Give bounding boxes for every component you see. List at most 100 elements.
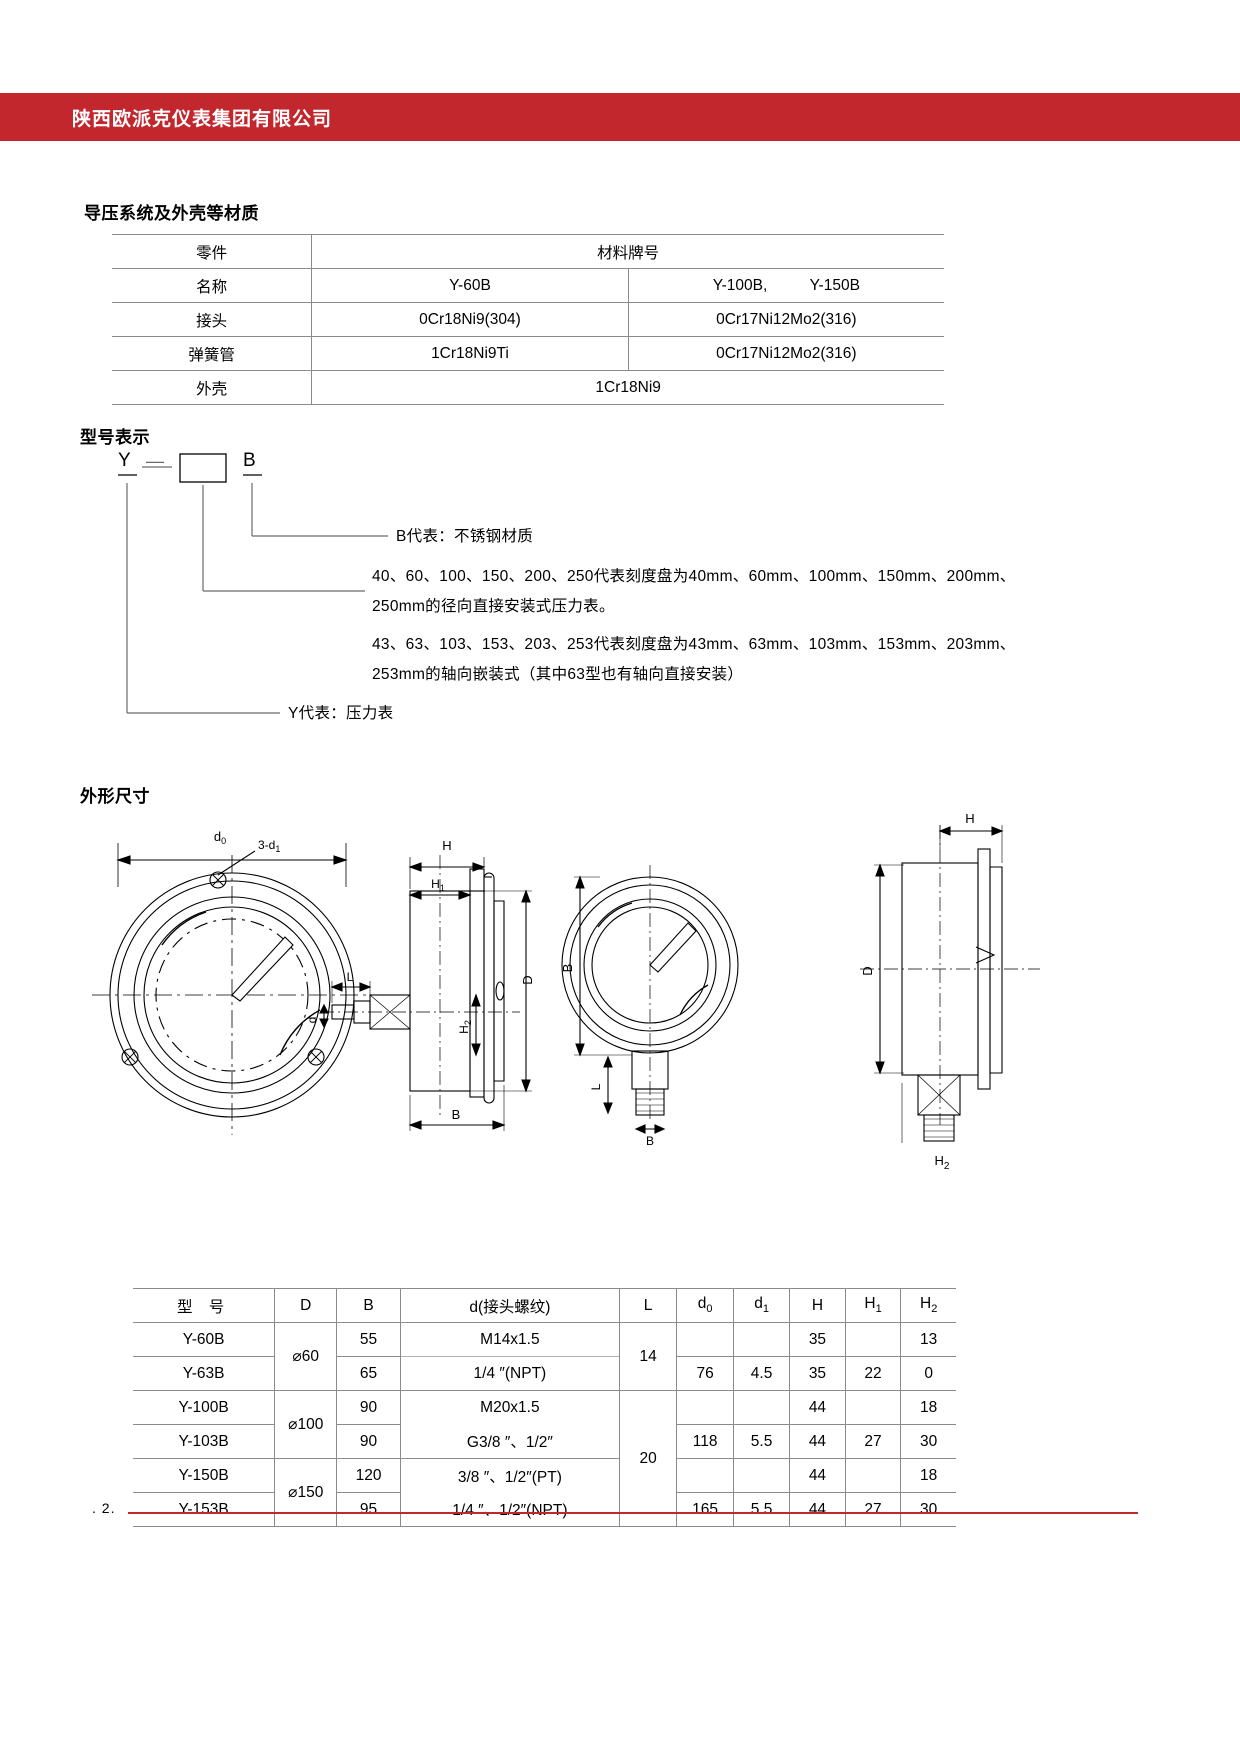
cell-last-name: 外壳	[112, 370, 312, 405]
cell-h-4: 44	[789, 1458, 846, 1493]
label-d-small-v2: d	[305, 1017, 319, 1024]
cell-thread-4: 3/8 ″、1/2″(PT)	[400, 1458, 620, 1493]
cell-d0-5: 165	[676, 1492, 734, 1527]
label-h1-v2: H1	[431, 877, 445, 893]
cell-model-5: Y-153B	[133, 1492, 276, 1527]
footer-rule	[128, 1512, 1138, 1514]
cell-h1-0	[845, 1322, 902, 1357]
table-row: 外壳 1Cr18Ni9	[112, 370, 944, 405]
cell-row1-name: 弹簧管	[112, 336, 312, 371]
cell-h-1: 35	[789, 1356, 846, 1391]
cell-model-3: Y-103B	[133, 1424, 276, 1459]
cell-row1-right: 0Cr17Ni12Mo2(316)	[627, 336, 944, 371]
cell-model-2: Y-100B	[133, 1390, 276, 1425]
cell-d0-4	[676, 1458, 734, 1493]
model-y100b: Y-100B,	[712, 276, 768, 294]
cell-d0-0	[676, 1322, 734, 1357]
col-header-l: L	[619, 1288, 678, 1323]
cell-b-5: 95	[336, 1492, 401, 1527]
cell-d0-1: 76	[676, 1356, 734, 1391]
cell-thread-0: M14x1.5	[400, 1322, 620, 1357]
model-diagram-lines	[118, 453, 388, 714]
cell-h2-2: 18	[900, 1390, 956, 1425]
drawing-view-bottom-stem	[561, 865, 739, 1134]
table-row: Y-103B 90 G3/8 ″、1/2″ 118 5.5 44 27 30	[133, 1424, 956, 1459]
col-header-model: 型 号	[133, 1288, 276, 1323]
label-d0: d0	[214, 829, 226, 846]
table-row: Y-60B ⌀60 55 M14x1.5 14 35 13	[133, 1322, 956, 1391]
cell-b-1: 65	[336, 1356, 401, 1391]
label-h2-v2: H2	[457, 1020, 473, 1034]
code-dash: —	[146, 451, 165, 471]
cell-h1-5: 27	[845, 1492, 902, 1527]
cell-model-1: Y-63B	[133, 1356, 276, 1391]
cell-d0-2	[676, 1390, 734, 1425]
note-radial-mount: 40、60、100、150、200、250代表刻度盘为40mm、60mm、100…	[372, 568, 1016, 615]
cell-model-0: Y-60B	[133, 1322, 276, 1357]
label-l-v3: L	[589, 1083, 603, 1090]
drawing-svg: d0 3-d1 H H1 D H2 L d B B L B H D H2	[92, 811, 1040, 1172]
table-row: Y-63B 65 1/4 ″(NPT) 76 4.5 35 22 0	[133, 1356, 956, 1391]
cell-b-2: 90	[336, 1390, 401, 1425]
material-table: 零件 材料牌号 名称 Y-60B Y-100B, Y-150B 接头 0Cr18…	[112, 234, 944, 405]
cell-h-5: 44	[789, 1492, 846, 1527]
col-header-h2: H2	[920, 1295, 938, 1316]
model-designation-diagram: Y — B B代表：不锈钢材质 40、60、100、150、200、250代表刻…	[80, 445, 1080, 765]
cell-h2-5: 30	[920, 1500, 938, 1518]
table-row: Y-153B 95 1/4 ″、1/2″(NPT) 165 5.5 44 27 …	[133, 1492, 956, 1527]
cell-d1-3: 5.5	[733, 1424, 791, 1459]
cell-d1-1: 4.5	[733, 1356, 791, 1391]
cell-h2-0: 13	[900, 1322, 956, 1357]
cell-parts-label: 零件	[112, 234, 312, 269]
section-heading-dimensions: 外形尺寸	[80, 787, 150, 806]
label-b-bottom-v3: B	[646, 1134, 654, 1148]
col-header-thread: d(接头螺纹)	[400, 1288, 620, 1323]
cell-row1-left: 1Cr18Ni9Ti	[311, 336, 629, 371]
table-row: 零件 材料牌号	[112, 234, 944, 269]
cell-h-3: 44	[789, 1424, 846, 1459]
label-b-v3: B	[560, 964, 575, 973]
drawing-view-front	[92, 843, 372, 1135]
col-header-d: D	[274, 1288, 338, 1323]
page-number: . 2.	[92, 1500, 116, 1516]
cell-last-value: 1Cr18Ni9	[311, 370, 944, 405]
col-header-h: H	[789, 1288, 846, 1323]
outline-dimension-drawings: d0 3-d1 H H1 D H2 L d B B L B H D H2	[80, 805, 1160, 1185]
col-header-b: B	[336, 1288, 401, 1323]
model-y150b: Y-150B	[809, 276, 860, 294]
cell-h1-1: 22	[845, 1356, 902, 1391]
label-h-v2: H	[442, 838, 451, 853]
cell-thread-3: G3/8 ″、1/2″	[400, 1424, 620, 1459]
cell-model-4: Y-150B	[133, 1458, 276, 1493]
cell-h2-3: 30	[920, 1432, 938, 1450]
cell-row0-right: 0Cr17Ni12Mo2(316)	[627, 302, 944, 337]
cell-name-label: 名称	[112, 268, 312, 303]
drawing-view-right	[860, 825, 1040, 1143]
cell-h1-4	[845, 1458, 902, 1493]
note-y-gauge: Y代表：压力表	[288, 705, 394, 722]
label-l-v2: L	[347, 970, 354, 984]
cell-b-3: 90	[336, 1424, 401, 1459]
cell-thread-5: 1/4 ″、1/2″(NPT)	[400, 1492, 620, 1527]
cell-thread-1: 1/4 ″(NPT)	[400, 1356, 620, 1391]
section-heading-material: 导压系统及外壳等材质	[84, 204, 259, 223]
cell-material-grade-header: 材料牌号	[311, 234, 944, 269]
cell-h-0: 35	[789, 1322, 846, 1357]
table-row: 弹簧管 1Cr18Ni9Ti 0Cr17Ni12Mo2(316)	[112, 336, 944, 371]
cell-l-14: 14	[619, 1322, 678, 1391]
label-d-v2: D	[520, 975, 535, 984]
header-banner-inner: 陕西欧派克仪表集团有限公司	[72, 93, 332, 141]
label-d-v4: D	[860, 966, 875, 975]
cell-thread-2: M20x1.5	[400, 1390, 620, 1425]
cell-h-2: 44	[789, 1390, 846, 1425]
cell-l-20: 20	[619, 1390, 678, 1527]
note-axial-mount: 43、63、103、153、203、253代表刻度盘为43mm、63mm、103…	[372, 636, 1016, 683]
cell-model-y100b-y150b: Y-100B, Y-150B	[627, 268, 944, 303]
table-row: Y-100B ⌀100 90 M20x1.5 20 44 18	[133, 1390, 956, 1527]
table-row: Y-150B ⌀150 120 3/8 ″、1/2″(PT) 44 18	[133, 1458, 956, 1527]
code-letter-y: Y	[118, 450, 131, 471]
cell-d1-2	[733, 1390, 791, 1425]
cell-h2-1: 0	[924, 1364, 933, 1382]
header-banner: 陕西欧派克仪表集团有限公司	[0, 93, 1240, 141]
